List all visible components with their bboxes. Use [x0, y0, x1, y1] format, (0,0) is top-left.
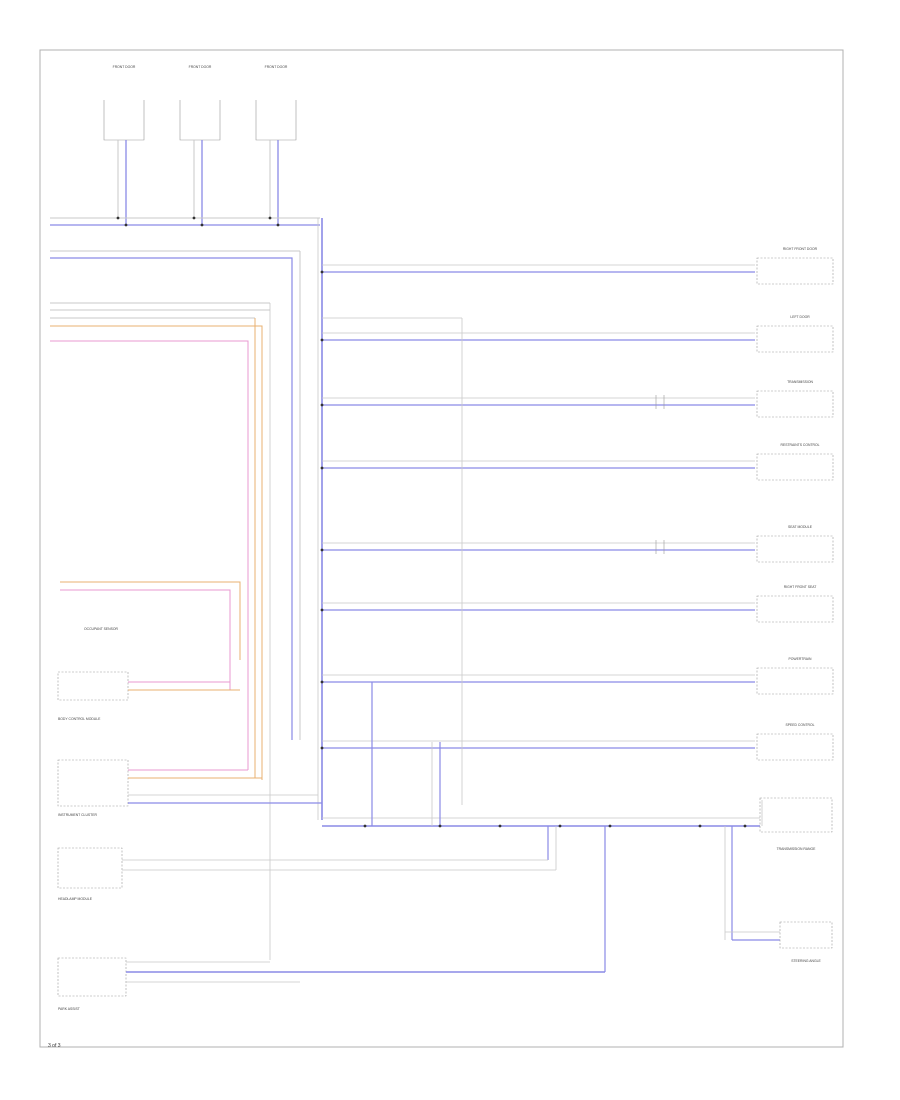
- right-module-box-4: [756, 535, 834, 563]
- right-module-box-3: [756, 453, 834, 481]
- top-module-bracket-1: [179, 100, 221, 141]
- left-module-label-2: INSTRUMENT CLUSTER: [58, 813, 97, 817]
- right-module-label-4: SEAT MODULE: [788, 525, 813, 529]
- bottom-splice-2: [498, 824, 502, 828]
- top-splice-2-a: [268, 216, 272, 220]
- bottom-splice-3: [558, 824, 562, 828]
- left-module-box-2: [57, 759, 129, 807]
- left-module-box-4: [57, 957, 127, 997]
- bottom-splice-4: [608, 824, 612, 828]
- right-module-box-0: [756, 257, 834, 285]
- branch-splice-1: [320, 338, 324, 342]
- right-module-label-8: TRANSMISSION RANGE: [777, 847, 817, 851]
- top-module-label-1: FRONT DOOR: [189, 65, 212, 69]
- right-module-box-2: [756, 390, 834, 418]
- bottom-splice-0: [363, 824, 367, 828]
- top-splice-0-a: [116, 216, 120, 220]
- left-wire-pink: [50, 340, 249, 770]
- labels-layer: FRONT DOOR FRONT DOOR FRONT DOOR RIGHT FRON…: [58, 65, 822, 1011]
- bottom-splice-5: [698, 824, 702, 828]
- left-bus-blue: [50, 257, 293, 740]
- occupant-orange: [60, 581, 241, 660]
- branch-splice-6: [320, 680, 324, 684]
- right-module-label-1: LEFT DOOR: [790, 315, 810, 319]
- left-wire-orange: [50, 325, 263, 780]
- top-splice-1-b: [200, 223, 204, 227]
- occupant-pink: [60, 589, 231, 690]
- right-module-label-0: RIGHT FRONT DOOR: [783, 247, 818, 251]
- right-module-label-6: POWERTRAIN: [789, 657, 812, 661]
- left-module-box-3: [57, 847, 123, 889]
- bottom-splice-1: [438, 824, 442, 828]
- right-module-box-8: [759, 797, 833, 833]
- right-module-box-1: [756, 325, 834, 353]
- left-module-label-0: OCCUPANT SENSOR: [84, 627, 119, 631]
- right-module-box-5: [756, 595, 834, 623]
- branch-splice-0: [320, 270, 324, 274]
- top-module-label-0: FRONT DOOR: [113, 65, 136, 69]
- right-module-box-7: [756, 733, 834, 761]
- branch-splice-2: [320, 403, 324, 407]
- right-module-label-2: TRANSMISSION: [787, 380, 813, 384]
- branch-splice-5: [320, 608, 324, 612]
- diagram-frame: [39, 49, 844, 1048]
- top-splice-2-b: [276, 223, 280, 227]
- right-module-label-3: RESTRAINTS CONTROL: [781, 443, 820, 447]
- left-module-label-4: PARK ASSIST: [58, 1007, 80, 1011]
- top-splice-1-a: [192, 216, 196, 220]
- bottom-splice-6: [743, 824, 747, 828]
- right-module-box-9: [779, 921, 833, 949]
- branch-splice-7: [320, 746, 324, 750]
- left-module-label-1: BODY CONTROL MODULE: [58, 717, 101, 721]
- left-module-label-3: HEADLAMP MODULE: [58, 897, 93, 901]
- splice-layer: [116, 216, 747, 828]
- top-module-bracket-2: [255, 100, 297, 141]
- right-module-box-6: [756, 667, 834, 695]
- branch-splice-3: [320, 466, 324, 470]
- wires-layer: [50, 100, 834, 997]
- branch-splice-4: [320, 548, 324, 552]
- right-module-label-5: RIGHT FRONT SEAT: [784, 585, 817, 589]
- right-module-label-7: SPEED CONTROL: [785, 723, 814, 727]
- top-module-bracket-0: [103, 100, 145, 141]
- right-module-label-9: STEERING ANGLE: [791, 959, 821, 963]
- top-module-label-2: FRONT DOOR: [265, 65, 288, 69]
- left-module-box-0: [57, 671, 129, 701]
- page-number: 3 of 3: [48, 1043, 61, 1049]
- top-splice-0-b: [124, 223, 128, 227]
